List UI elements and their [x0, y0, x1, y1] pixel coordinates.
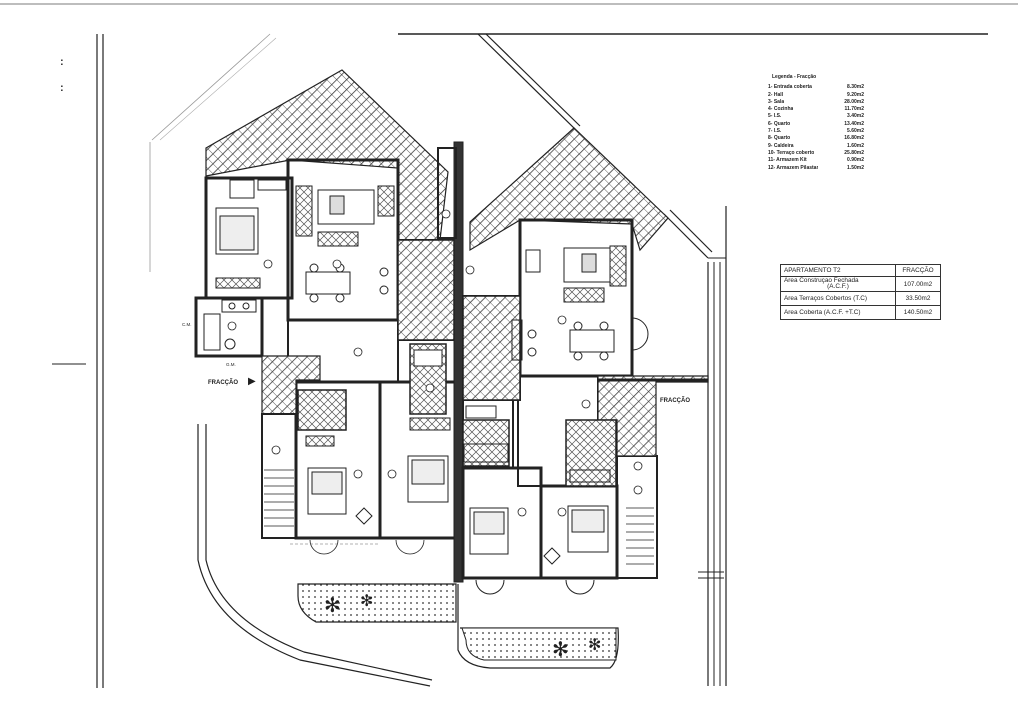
margin-mark-1: : — [60, 56, 64, 68]
legend-item-area: 16.80m2 — [844, 135, 864, 142]
legend-item-area: 8.30m2 — [847, 84, 864, 91]
area-table-header: APARTAMENTO T2 FRACÇÃO — [780, 264, 941, 277]
area-row-value: 107.00m2 — [895, 276, 941, 292]
legend-item-name: 10- Terraço coberto — [768, 149, 815, 156]
legend-item-name: 12- Armazem Pilastar — [768, 164, 819, 171]
area-row: Area Coberta (A.C.F. +T.C) 140.50m2 — [780, 305, 941, 320]
legend-title: Legenda - Fracção — [772, 74, 817, 80]
area-row: Area Terraços Cobertos (T.C) 33.50m2 — [780, 291, 941, 306]
legend-item-area: 0.90m2 — [847, 157, 864, 164]
area-table: APARTAMENTO T2 FRACÇÃO Area Construçao F… — [780, 264, 941, 320]
legend-item: 11- Armazem Kit 0.90m2 — [768, 157, 864, 164]
svg-text:✻: ✻ — [552, 639, 569, 661]
legend-item-name: 5- I.S. — [768, 113, 782, 120]
svg-text:✻: ✻ — [324, 595, 341, 617]
legend-item-area: 5.60m2 — [847, 128, 864, 135]
legend-item: 3- Sala 28.00m2 — [768, 99, 864, 106]
area-row-label: Area Terraços Cobertos (T.C) — [784, 294, 867, 302]
area-row-label-cell: Area Terraços Cobertos (T.C) — [780, 291, 896, 306]
label-gm: G.M. — [226, 362, 236, 367]
svg-text:✻: ✻ — [588, 637, 601, 654]
label-fraccao-right: FRACÇÃO — [660, 398, 690, 404]
legend-item-name: 6- Quarto — [768, 120, 791, 127]
legend-item: 10- Terraço coberto 25.80m2 — [768, 150, 864, 157]
svg-text:✻: ✻ — [360, 593, 373, 610]
label-fraccao-left: FRACÇÃO — [208, 380, 238, 386]
legend-item: 2- Hall 9.20m2 — [768, 92, 864, 99]
room-legend: Legenda - Fracção 1- Entrada coberta 8.30… — [768, 74, 864, 172]
legend-item-name: 7- I.S. — [768, 128, 782, 135]
legend-item-area: 28.00m2 — [844, 98, 864, 105]
legend-item-area: 1.50m2 — [847, 164, 864, 171]
area-row-value: 33.50m2 — [895, 291, 941, 306]
legend-item-name: 8- Quarto — [768, 135, 791, 142]
legend-item-area: 13.40m2 — [844, 120, 864, 127]
legend-item-name: 4- Cozinha — [768, 106, 794, 113]
legend-item-name: 2- Hall — [768, 91, 784, 98]
area-row-label-cell: Area Construçao Fechada(A.C.F.) — [780, 276, 896, 292]
legend-item: 1- Entrada coberta 8.30m2 — [768, 84, 864, 91]
legend-item: 4- Cozinha 11.70m2 — [768, 106, 864, 113]
legend-item: 9- Caldeira 1.60m2 — [768, 143, 864, 150]
label-cm: C.M. — [182, 322, 192, 327]
label-fraccao-left-arrow: ▶ — [248, 376, 256, 387]
area-row-value: 140.50m2 — [895, 305, 941, 320]
area-row: Area Construçao Fechada(A.C.F.)107.00m2 — [780, 276, 941, 292]
legend-item-area: 3.40m2 — [847, 113, 864, 120]
legend-item-name: 11- Armazem Kit — [768, 157, 807, 164]
legend-item: 12- Armazem Pilastar 1.50m2 — [768, 165, 864, 172]
legend-item-area: 11.70m2 — [844, 106, 864, 113]
legend-item: 7- I.S. 5.60m2 — [768, 128, 864, 135]
area-row-sublabel: (A.C.F.) — [827, 283, 849, 290]
area-row-label-cell: Area Coberta (A.C.F. +T.C) — [780, 305, 896, 320]
margin-mark-2: : — [60, 82, 64, 94]
legend-item-area: 25.80m2 — [844, 149, 864, 156]
legend-item: 8- Quarto 16.80m2 — [768, 135, 864, 142]
legend-item-name: 1- Entrada coberta — [768, 84, 812, 91]
legend-item: 5- I.S. 3.40m2 — [768, 113, 864, 120]
legend-item-area: 9.20m2 — [847, 91, 864, 98]
legend-item-area: 1.60m2 — [847, 142, 864, 149]
legend-item: 6- Quarto 13.40m2 — [768, 121, 864, 128]
legend-item-name: 9- Caldeira — [768, 142, 794, 149]
area-row-label: Area Coberta (A.C.F. +T.C) — [784, 308, 861, 316]
area-table-column: FRACÇÃO — [895, 264, 941, 277]
area-table-title: APARTAMENTO T2 — [780, 264, 896, 277]
area-row-label: Area Construçao Fechada — [784, 277, 859, 284]
legend-item-name: 3- Sala — [768, 98, 785, 105]
